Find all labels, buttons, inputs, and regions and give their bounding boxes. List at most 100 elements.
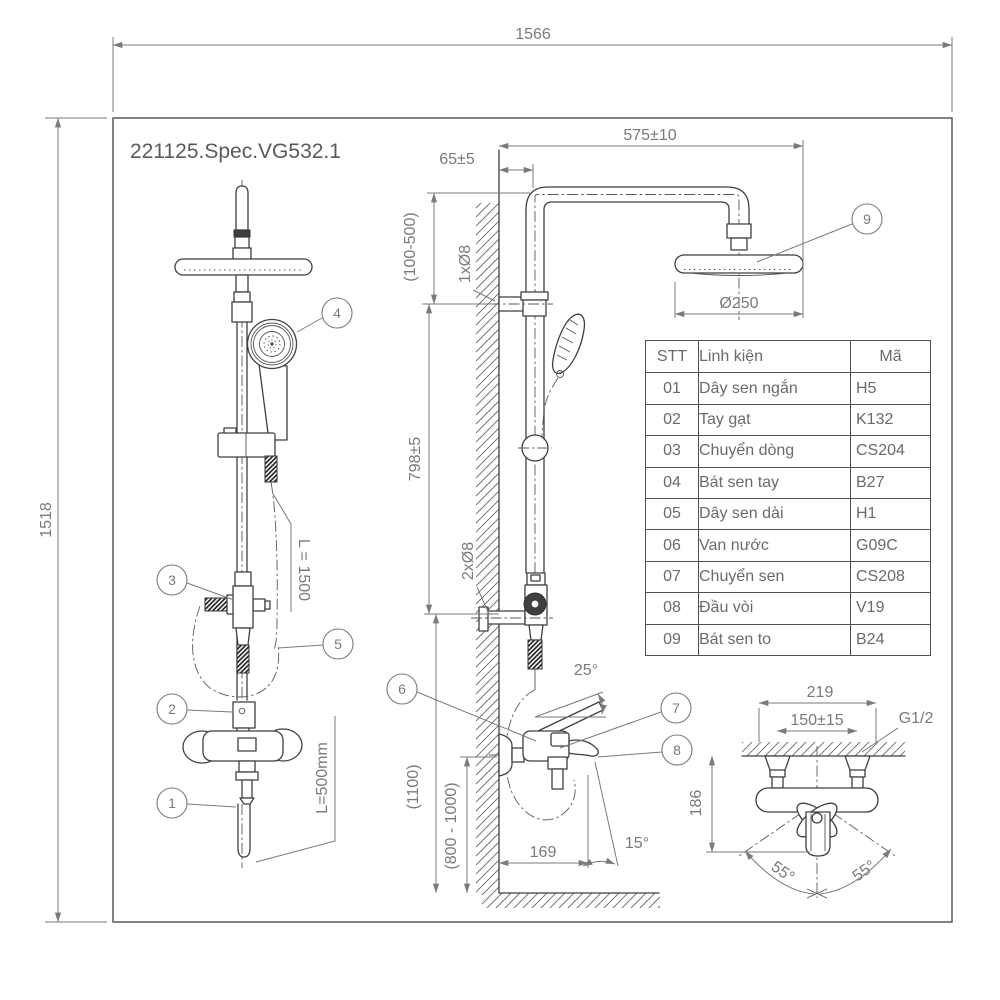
callout-5-num: 5 [334, 636, 342, 652]
diverter-pull [550, 732, 570, 747]
callout-1 [156, 787, 188, 819]
callout-1-num: 1 [168, 795, 176, 811]
part-name: Bát sen tay [698, 466, 851, 499]
leader-hose-long [271, 491, 292, 612]
valve-side-thread [204, 597, 230, 612]
callout-2 [156, 693, 188, 725]
spout-angle-label: 15° [625, 835, 649, 852]
part-name: Chuyển dòng [698, 435, 851, 468]
part-name: Dây sen dài [698, 497, 851, 531]
hose-coil-short [264, 455, 278, 483]
part-code: B27 [850, 466, 931, 499]
front-view: L = 1500 L=500mm [174, 180, 336, 868]
swing-right-label: 55° [850, 857, 880, 885]
arm-length-label: 575±10 [623, 127, 676, 144]
mixer-hose-loop [505, 689, 576, 821]
hose-path [270, 481, 278, 651]
outlet-bracket [232, 701, 256, 729]
callout-4-num: 4 [333, 305, 341, 321]
callout-7-num: 7 [672, 700, 680, 716]
part-code: CS208 [850, 560, 931, 594]
bottom-anchor-label: 2xØ8 [460, 542, 477, 580]
part-no: 09 [645, 623, 699, 656]
part-code: B24 [850, 623, 931, 656]
valve-knob [252, 598, 266, 612]
callout-2-num: 2 [168, 701, 176, 717]
callouts: 1 2 3 4 5 6 7 8 9 [156, 203, 883, 819]
callout-6-num: 6 [398, 681, 406, 697]
floor-hatch [482, 893, 660, 908]
callout-9-num: 9 [863, 211, 871, 227]
sheet-width-label: 1566 [515, 26, 551, 43]
hose-coil-long [236, 644, 250, 674]
hose-loop [192, 605, 280, 698]
callout-3 [156, 564, 188, 596]
thread-label: G1/2 [899, 710, 934, 727]
leader-hose-short [255, 716, 336, 863]
rain-head [174, 258, 313, 276]
part-no: 03 [645, 435, 699, 468]
callout-8-num: 8 [673, 742, 681, 758]
table-header-row: STT Linh kiện Mã [645, 339, 931, 374]
part-code: H1 [850, 497, 931, 531]
col-header-no: STT [645, 339, 699, 374]
callout-9 [851, 203, 883, 235]
rain-head-side [674, 254, 804, 274]
part-no: 07 [645, 560, 699, 594]
top-adjust-label: (100-500) [402, 212, 419, 281]
collar-b [231, 301, 253, 323]
outlet-coil [527, 639, 543, 670]
callout-7 [660, 692, 692, 724]
valve-collar [234, 571, 252, 587]
hand-shower-handle [258, 363, 288, 441]
part-code: CS204 [850, 435, 931, 468]
part-no: 02 [645, 403, 699, 437]
part-name: Tay gạt [698, 403, 851, 437]
part-name: Van nước [698, 529, 851, 562]
mixer-outlet [551, 768, 564, 790]
callout-6 [386, 673, 418, 705]
head-dia-label: Ø250 [719, 295, 758, 312]
part-no: 01 [645, 372, 699, 405]
swing-arc-left [744, 850, 815, 895]
sheet-height-label: 1518 [38, 502, 55, 538]
riser-pipe [525, 209, 545, 574]
part-code: V19 [850, 592, 931, 625]
callout-3-num: 3 [168, 572, 176, 588]
hand-shower-profile [551, 313, 586, 375]
rod-collar [234, 236, 250, 249]
bracket-height-label: (1100) [405, 764, 422, 809]
part-code: K132 [850, 403, 931, 437]
callout-8 [661, 734, 693, 766]
slider-bracket [217, 432, 276, 458]
part-code: G09C [850, 529, 931, 562]
wall-hatch-strip [742, 742, 905, 756]
part-no: 06 [645, 529, 699, 562]
mixer-spout-lobe [568, 739, 599, 757]
inlet-spacing-label: 150±15 [790, 712, 843, 729]
top-anchor-label: 1xØ8 [457, 245, 474, 283]
valve-taper [235, 627, 251, 646]
part-name: Chuyển sen [698, 560, 851, 594]
wall-hatch [476, 203, 499, 893]
body-width-label: 219 [807, 684, 834, 701]
part-no: 04 [645, 466, 699, 499]
swing-arc-right [819, 848, 892, 895]
part-no: 08 [645, 592, 699, 625]
mixer-detail-view: 55° 55° 219 150±15 G1/2 186 [688, 684, 934, 899]
bottom-anchor-arm [486, 610, 526, 625]
shower-face-hatch [556, 319, 579, 361]
part-code: H5 [850, 372, 931, 405]
hose-short-label: L=500mm [314, 742, 331, 814]
spout-front [805, 811, 831, 857]
